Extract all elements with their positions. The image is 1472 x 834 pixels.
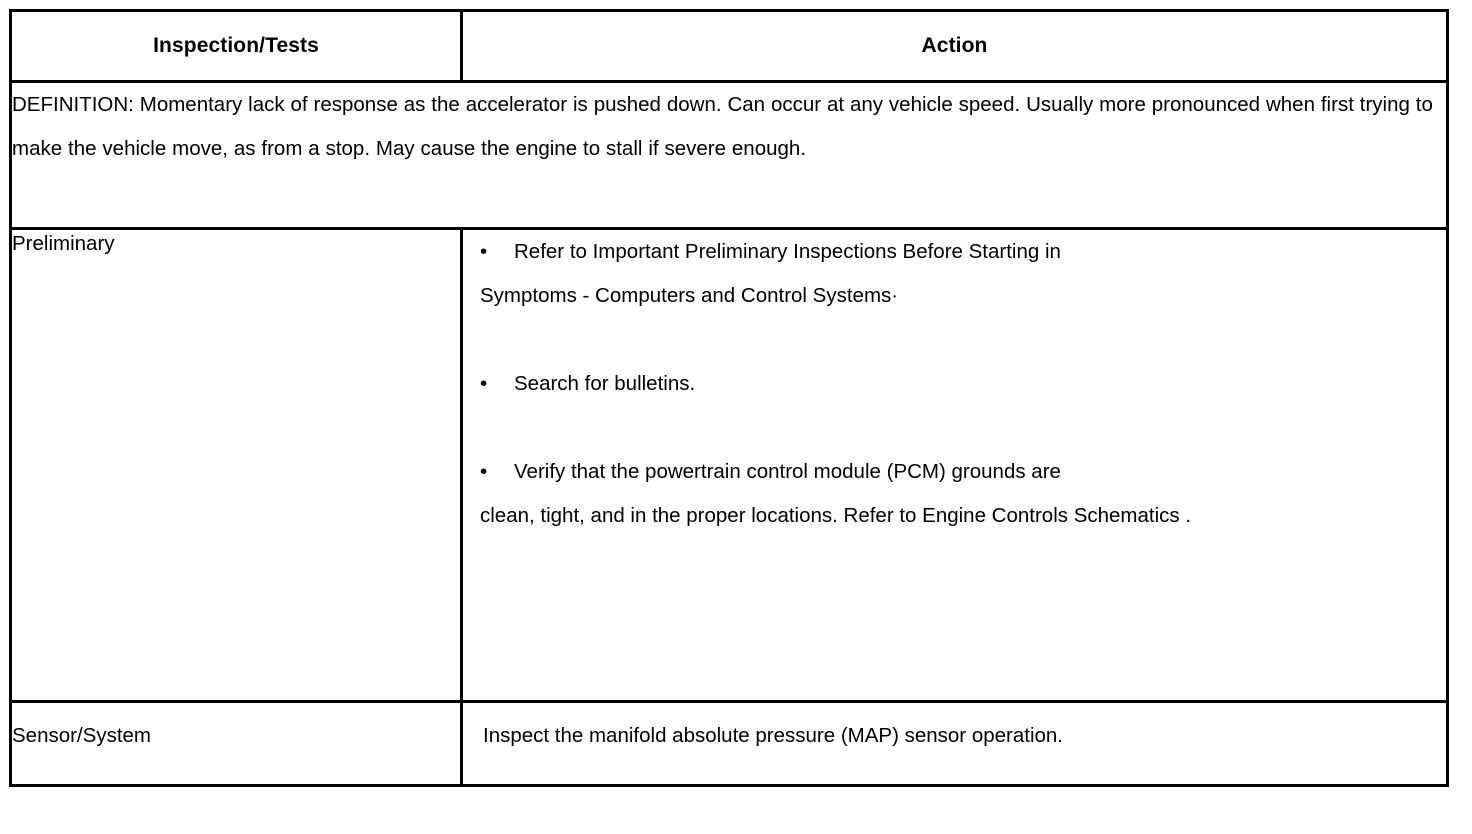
table-row-definition: DEFINITION: Momentary lack of response a… (9, 80, 1449, 230)
list-item: • Refer to Important Preliminary Inspect… (463, 230, 1446, 318)
bullet-icon: • (480, 460, 488, 483)
bullet-text-line-rest: Symptoms - Computers and Control Systems… (480, 284, 899, 307)
definition-text: DEFINITION: Momentary lack of response a… (12, 93, 1433, 160)
list-item: • Search for bulletins. (463, 362, 1446, 406)
diagnostic-symptom-table: Inspection/Tests Action DEFINITION: Mome… (9, 9, 1449, 787)
list-item: • Verify that the powertrain control mod… (463, 450, 1446, 538)
bullet-icon: • (480, 240, 488, 263)
table-header-row: Inspection/Tests Action (9, 9, 1449, 83)
column-header-inspection-tests-label: Inspection/Tests (153, 34, 319, 58)
column-header-action-label: Action (921, 34, 988, 58)
row-action-cell-sensor-system: Inspect the manifold absolute pressure (… (460, 700, 1449, 787)
definition-cell: DEFINITION: Momentary lack of response a… (9, 80, 1449, 230)
bullet-icon: • (480, 372, 488, 395)
table-row-preliminary: Preliminary • Refer to Important Prelimi… (9, 227, 1449, 703)
sensor-system-action-text: Inspect the manifold absolute pressure (… (483, 724, 1063, 747)
table-row-sensor-system: Sensor/System Inspect the manifold absol… (9, 700, 1449, 787)
row-label-cell-sensor-system: Sensor/System (9, 700, 463, 787)
bullet-text-line-1: Verify that the powertrain control modul… (514, 460, 1061, 483)
row-label-cell-preliminary: Preliminary (9, 227, 463, 703)
row-action-cell-preliminary: • Refer to Important Preliminary Inspect… (460, 227, 1449, 703)
bullet-text-line-1: Refer to Important Preliminary Inspectio… (514, 240, 1061, 263)
row-label-sensor-system: Sensor/System (12, 724, 151, 747)
column-header-inspection-tests: Inspection/Tests (9, 9, 463, 83)
row-label-preliminary: Preliminary (12, 232, 115, 255)
bullet-text-line-rest: clean, tight, and in the proper location… (480, 504, 1192, 527)
preliminary-action-bullet-list: • Refer to Important Preliminary Inspect… (463, 230, 1446, 538)
column-header-action: Action (460, 9, 1449, 83)
bullet-text-line-1: Search for bulletins. (514, 372, 696, 395)
